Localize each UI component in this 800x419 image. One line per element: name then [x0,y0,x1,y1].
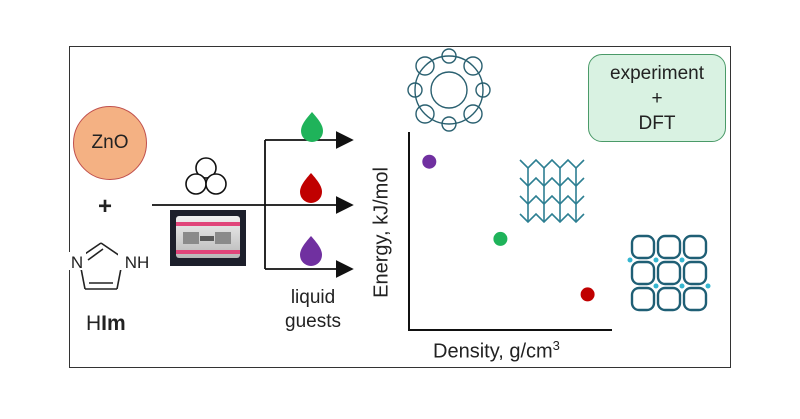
data-point-0 [422,154,437,169]
drop-purple-icon [300,236,322,266]
x-axis-label-main: Density, g/cm [433,340,553,363]
experiment-dft-box: experiment + DFT [588,54,726,142]
ball-mill-icon [170,210,246,266]
figure-frame [69,46,731,368]
guests-line2: guests [285,311,341,332]
framework-bottom-nodes [627,257,711,289]
framework-structure-bottom [630,234,708,312]
drop-red-icon [300,173,322,203]
plot-axes [408,132,612,331]
y-axis-label: Energy, kJ/mol [370,167,393,298]
framework-structure-top [407,48,491,132]
liquid-guests-label: liquid guests [278,286,348,334]
data-point-2 [580,287,595,302]
drop-green-icon [301,112,323,142]
him-bold: Im [101,312,126,335]
plus-sign: + [98,193,113,220]
framework-structure-middle [519,158,585,224]
data-point-1 [493,231,508,246]
x-axis-label: Density, g/cm3 [433,338,560,364]
x-axis-label-sup: 3 [552,338,560,353]
milling-balls-icon [185,157,227,195]
guests-line1: liquid [290,287,336,308]
scatter-points [422,154,595,302]
ring-nh-mask [118,252,154,270]
zno-label: ZnO [91,132,129,153]
ring-n-mask [68,252,86,270]
method-line3: DFT [638,112,676,134]
ring-n-label: N [71,253,83,272]
him-prefix: H [86,312,102,335]
zno-reactant: ZnO [73,106,147,180]
method-line2: + [651,87,663,109]
ring-nh-label: NH [125,253,150,272]
method-line1: experiment [610,62,704,84]
him-label: HIm [86,312,126,336]
